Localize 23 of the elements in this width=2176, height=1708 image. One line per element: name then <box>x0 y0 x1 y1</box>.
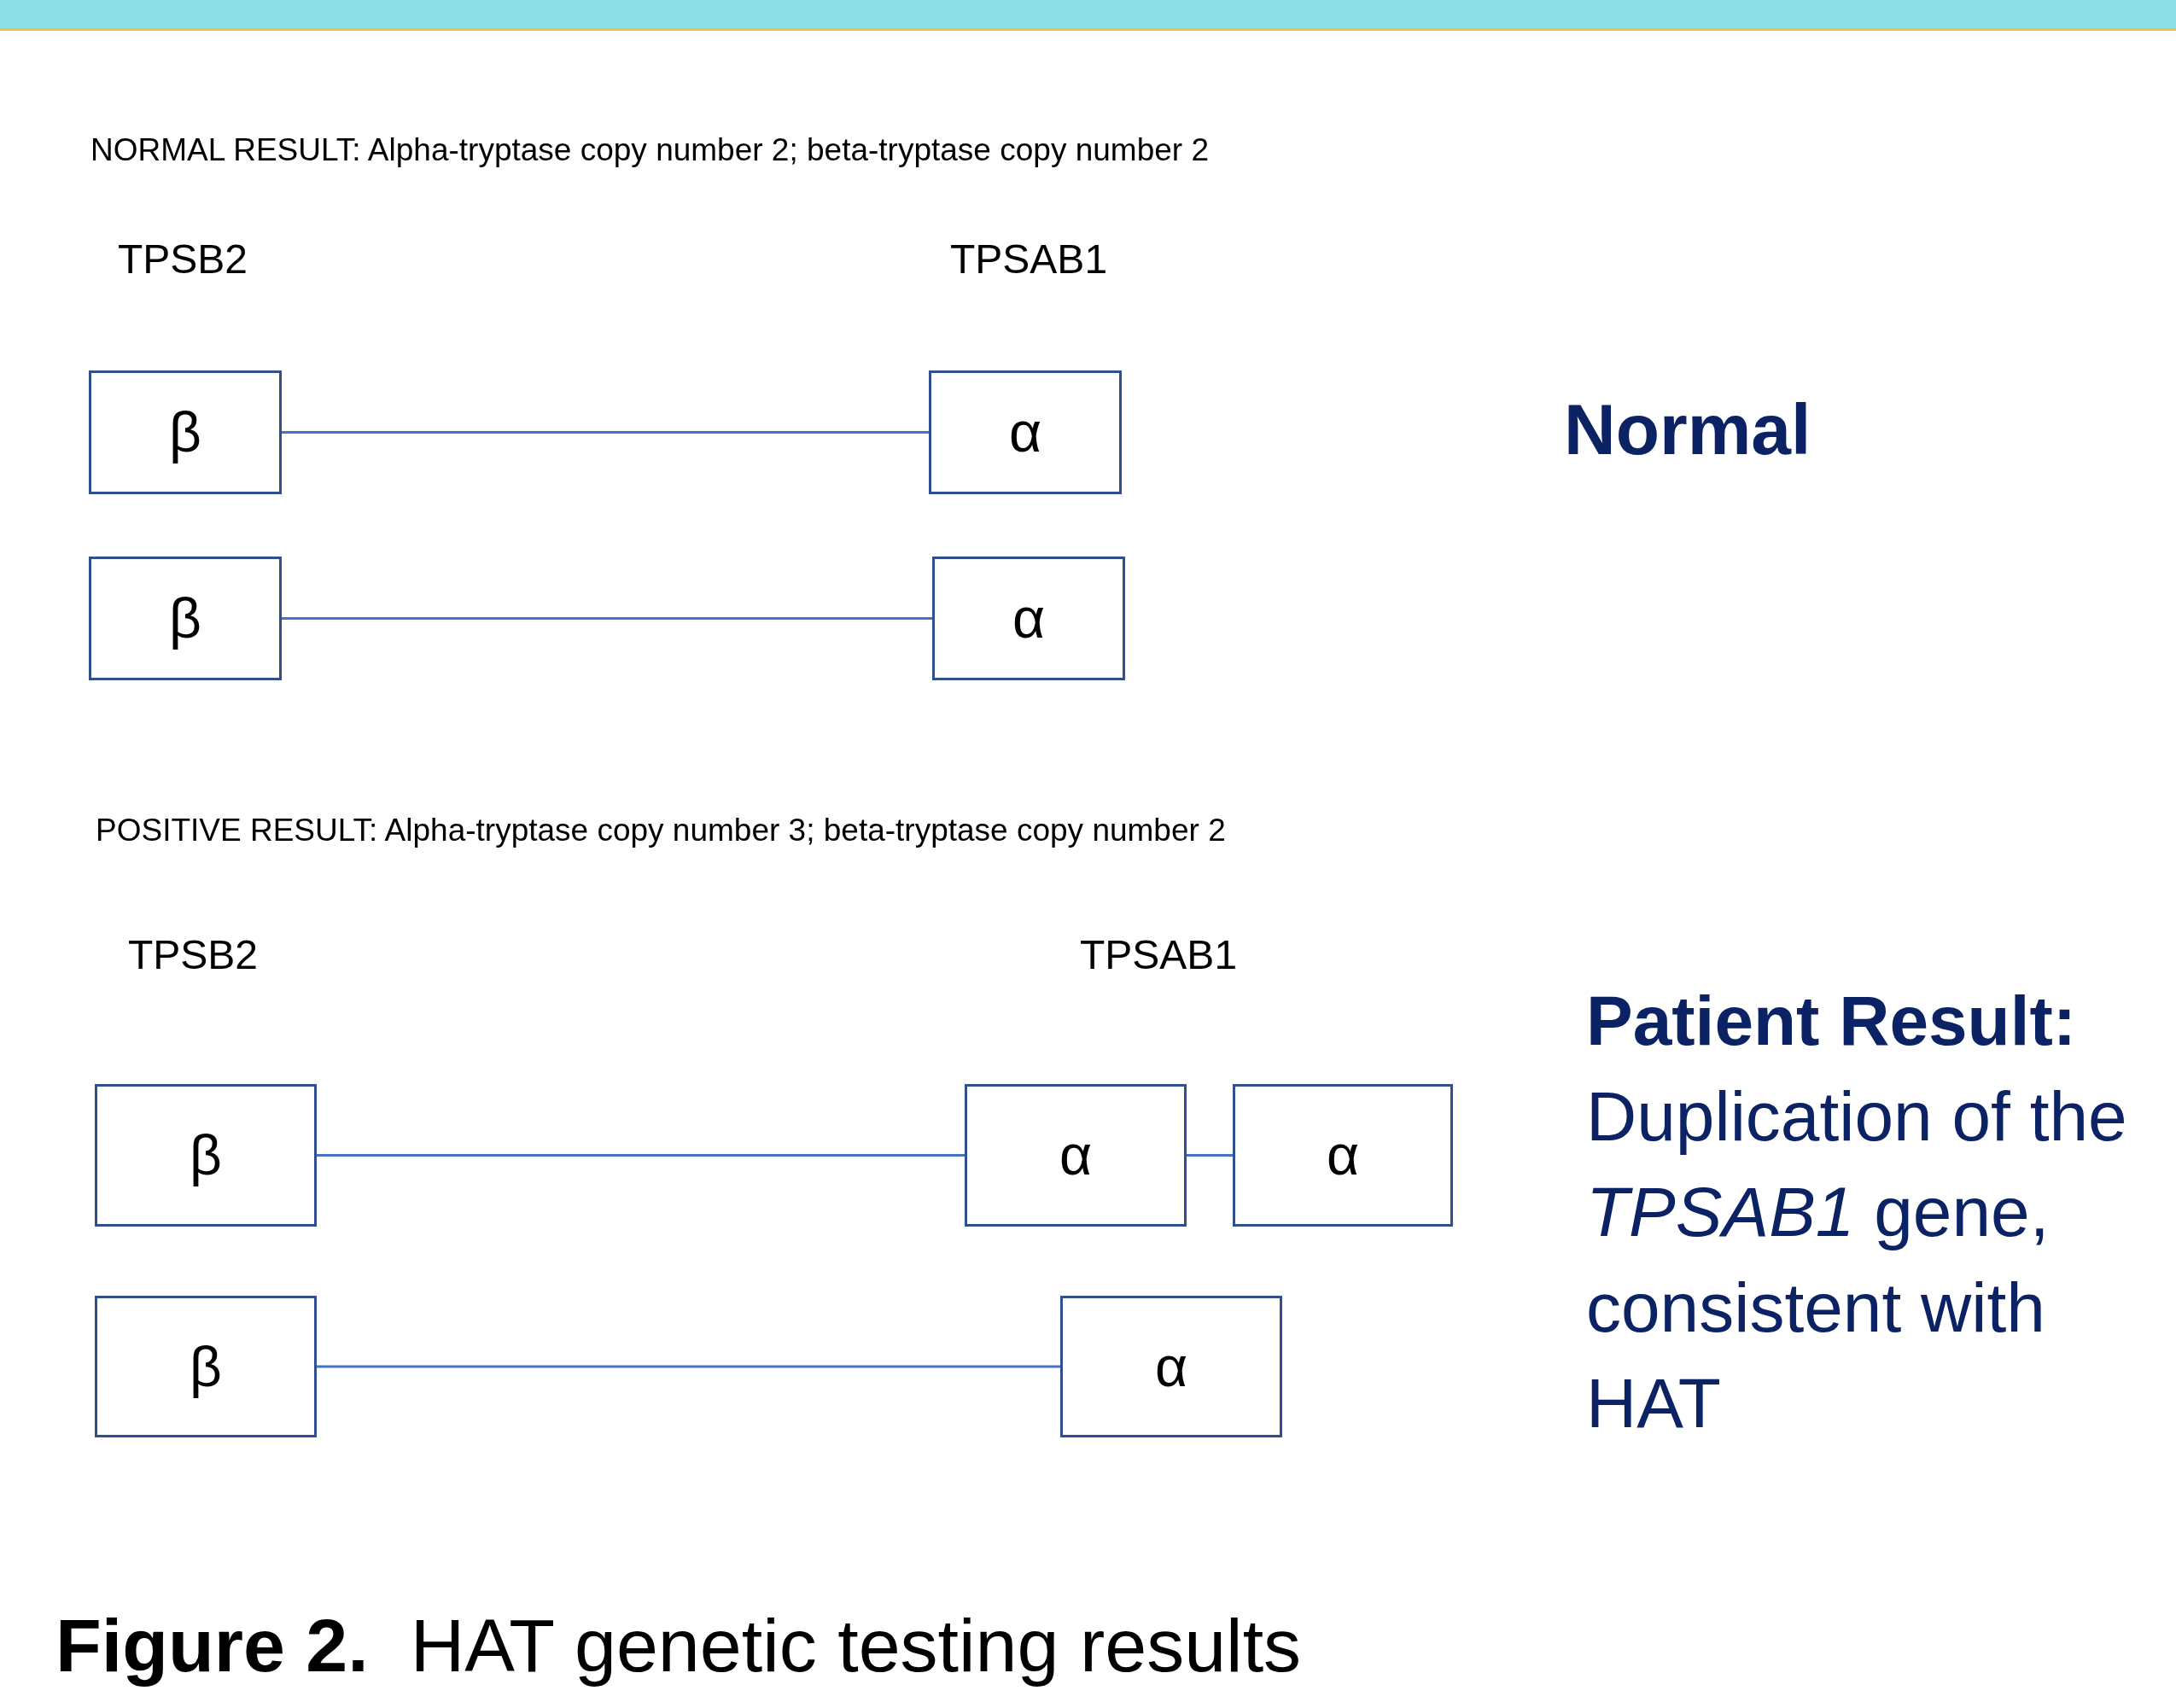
gene-box: α <box>1233 1084 1453 1227</box>
gene-box: α <box>1060 1296 1282 1437</box>
connector-line <box>317 1154 965 1157</box>
connector-line <box>282 431 929 434</box>
result-heading: POSITIVE RESULT: Alpha-tryptase copy number 3; beta-tryptase copy number 2 <box>96 812 1226 849</box>
gene-label: TPSB2 <box>128 931 259 979</box>
connector-line <box>282 617 932 620</box>
gene-box: β <box>95 1084 317 1227</box>
gene-label: TPSAB1 <box>950 236 1108 283</box>
gene-label: TPSAB1 <box>1080 931 1238 979</box>
figure-caption: Figure 2. HAT genetic testing results <box>55 1602 1302 1689</box>
status-label: Normal <box>1564 388 1811 471</box>
result-note: Patient Result: Duplication of the TPSAB1 gene, consistent with HAT <box>1586 981 2128 1443</box>
gene-box: α <box>932 557 1125 680</box>
gene-box: α <box>965 1084 1187 1227</box>
gene-box: β <box>95 1296 317 1437</box>
gene-box: α <box>929 370 1122 494</box>
gene-box: β <box>89 557 282 680</box>
result-heading: NORMAL RESULT: Alpha-tryptase copy number 2; beta-tryptase copy number 2 <box>90 131 1209 169</box>
connector-line <box>1187 1154 1233 1157</box>
gene-box: β <box>89 370 282 494</box>
connector-line <box>317 1365 1060 1368</box>
gene-label: TPSB2 <box>118 236 248 283</box>
